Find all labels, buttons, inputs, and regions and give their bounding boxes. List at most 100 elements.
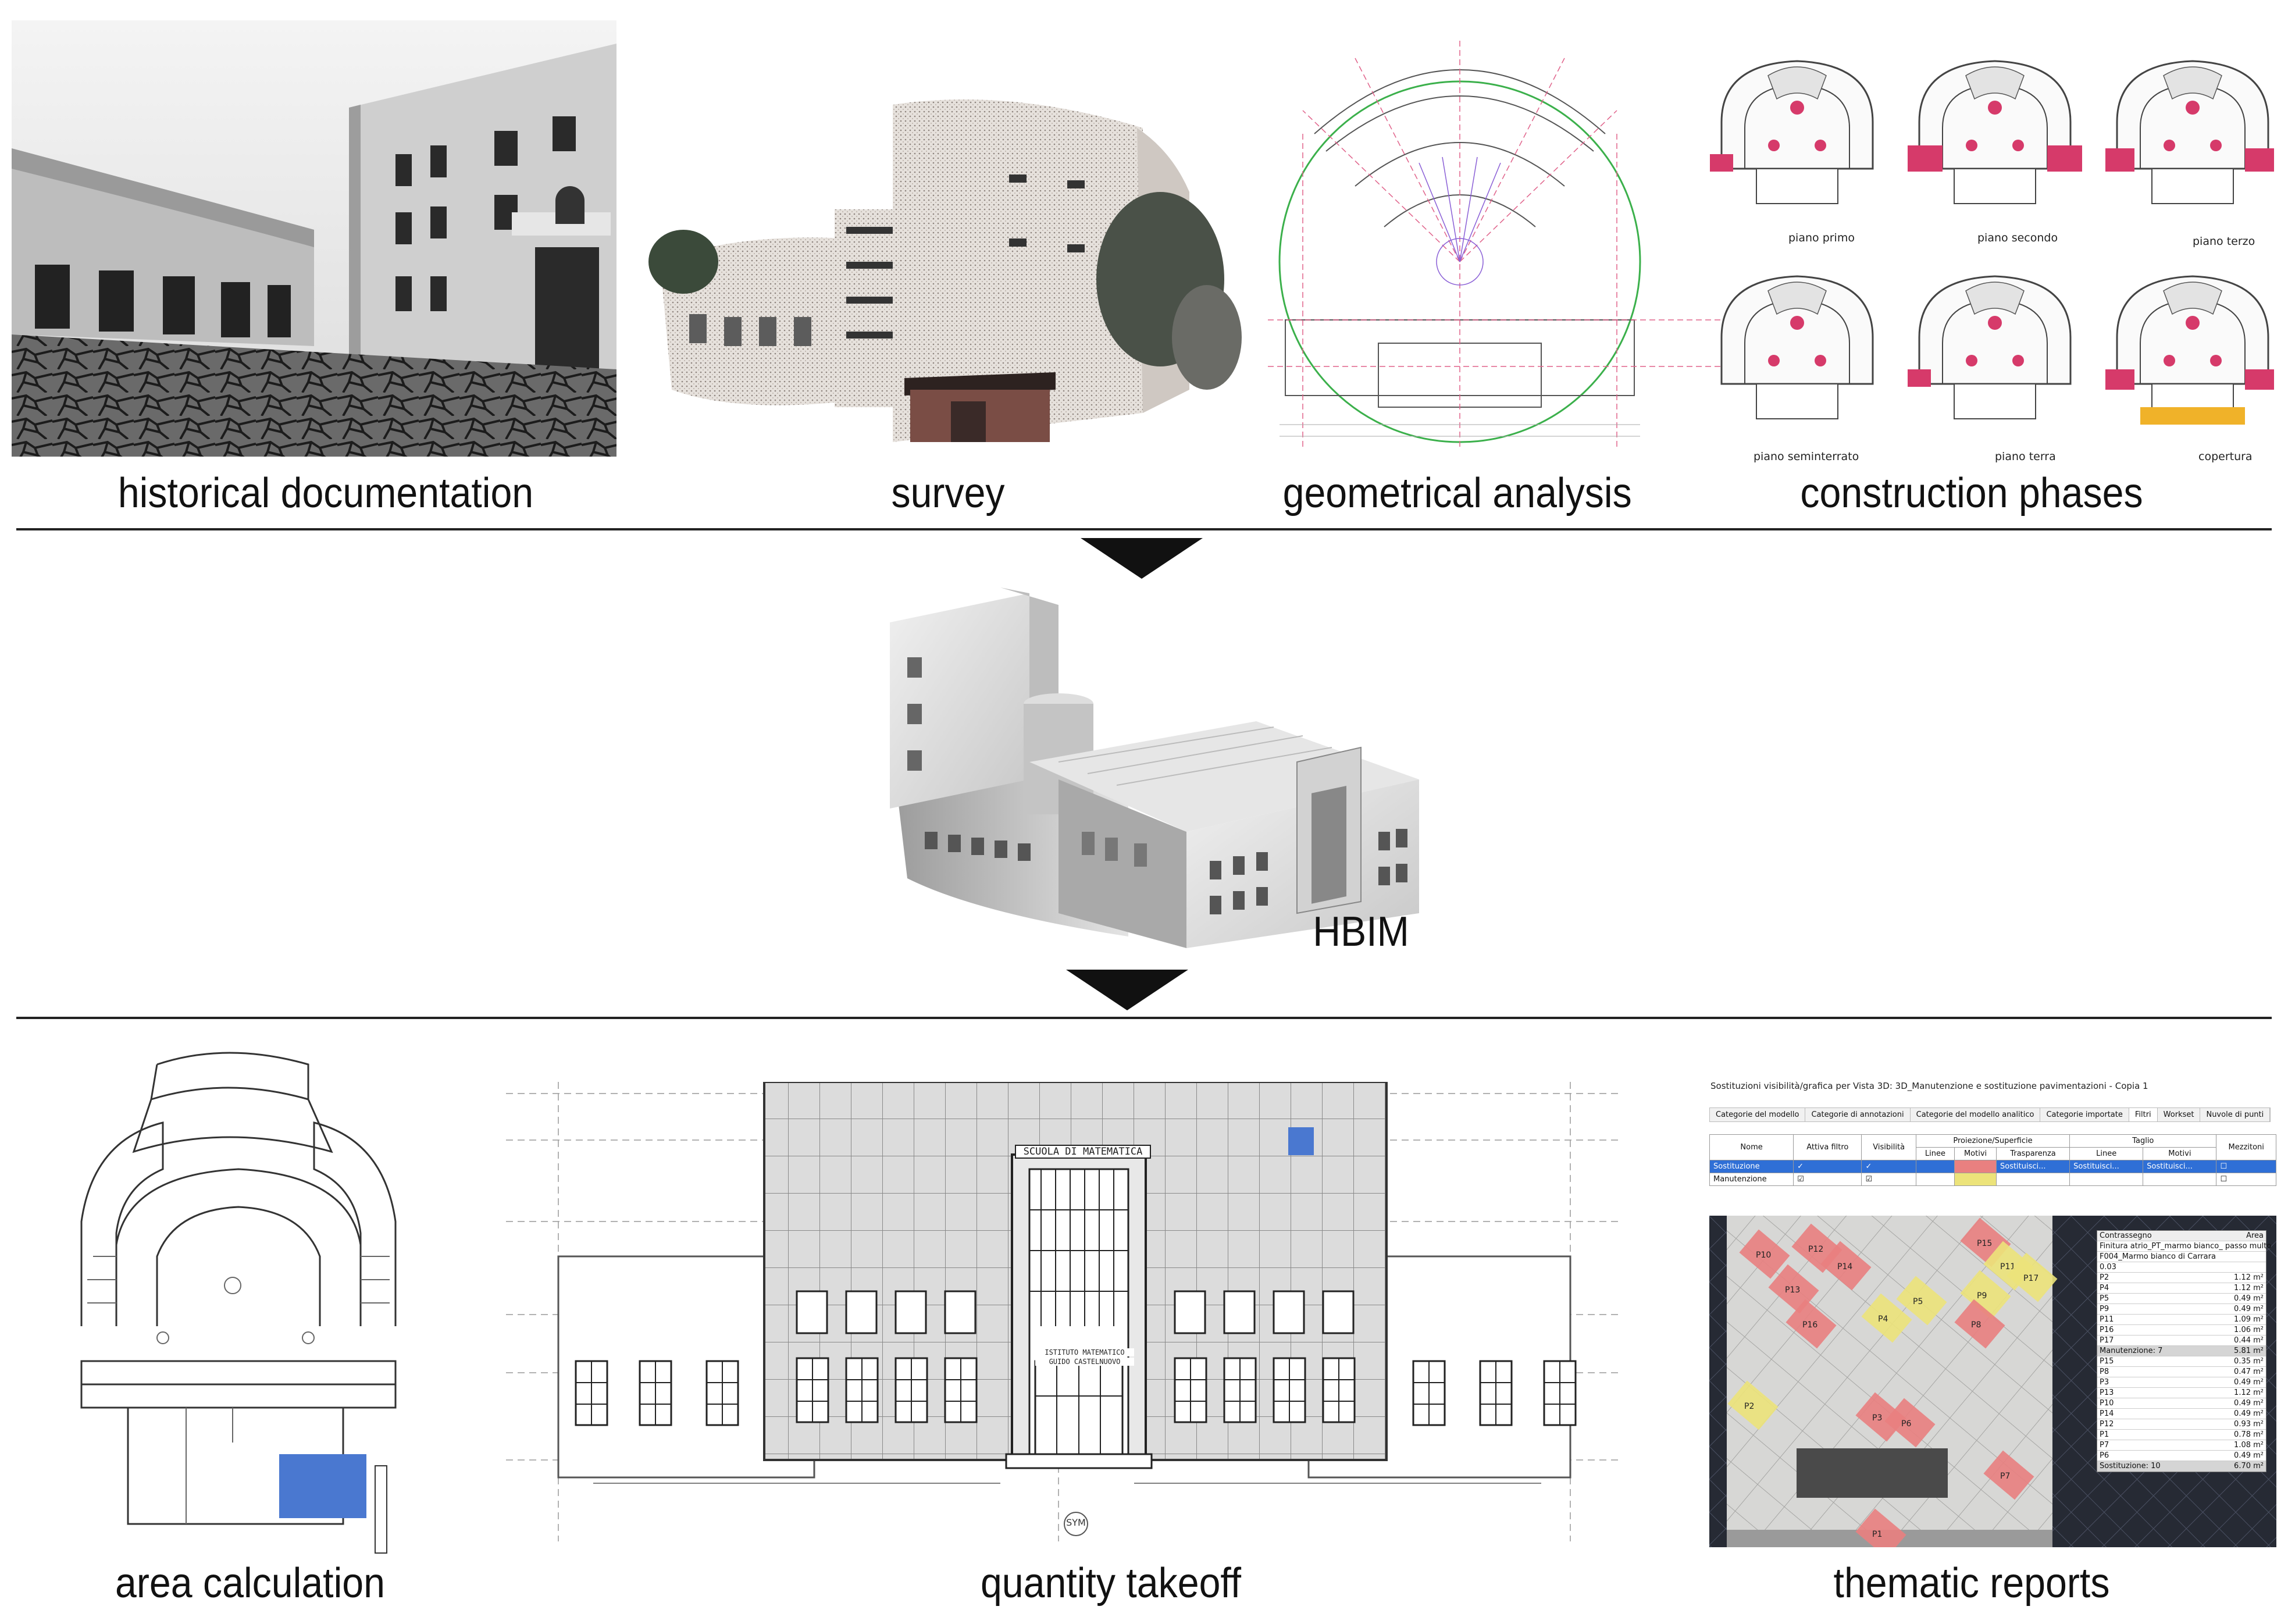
sched-mark: P10	[2100, 1399, 2114, 1408]
sched-area: 0.49 m²	[2234, 1409, 2264, 1418]
tile-label: P3	[1872, 1413, 1882, 1423]
tab-imported-categories[interactable]: Categorie importate	[2040, 1108, 2129, 1121]
sched-mark: P2	[2100, 1273, 2109, 1282]
tab-analytical-categories[interactable]: Categorie del modello analitico	[1911, 1108, 2041, 1121]
caption-survey: survey	[891, 470, 1005, 517]
sched-total-val: 6.70 m²	[2234, 1462, 2264, 1470]
sched-area: 0.35 m²	[2234, 1357, 2264, 1366]
sched-mark: P9	[2100, 1305, 2109, 1313]
sym-marker: SYM	[1066, 1517, 1086, 1528]
tab-filters[interactable]: Filtri	[2129, 1108, 2158, 1121]
checkbox-visibilita[interactable]: ✓	[1861, 1160, 1916, 1173]
tile-label: P7	[2000, 1472, 2010, 1481]
sched-area: 0.49 m²	[2234, 1399, 2264, 1408]
tile-label: P12	[1808, 1245, 1823, 1254]
sign-scuola: SCUOLA DI MATEMATICA	[1015, 1145, 1151, 1159]
tile-label: P16	[1802, 1320, 1817, 1330]
th-mezzitoni: Mezzitoni	[2216, 1134, 2276, 1160]
th-linee-taglio: Linee	[2069, 1147, 2144, 1160]
thematic-panel: Sostituzioni visibilità/grafica per Vist…	[1707, 1076, 2280, 1547]
sched-area: 1.12 m²	[2234, 1284, 2264, 1292]
plan-label-seminterrato: piano seminterrato	[1754, 450, 1859, 463]
tile-label: P8	[1971, 1320, 1981, 1330]
survey-pointcloud	[648, 87, 1242, 460]
dialog-title: Sostituzioni visibilità/grafica per Vist…	[1710, 1081, 2148, 1091]
row-name: Manutenzione	[1709, 1173, 1794, 1186]
tab-workset[interactable]: Workset	[2158, 1108, 2201, 1121]
sched-mark: P11	[2100, 1315, 2114, 1324]
th-attiva: Attiva filtro	[1793, 1134, 1862, 1160]
historical-photo	[12, 20, 616, 457]
sched-total: Manutenzione: 7	[2100, 1347, 2163, 1355]
th-motivi-taglio: Motivi	[2143, 1147, 2217, 1160]
floor-tile[interactable]: P1	[1855, 1508, 1906, 1547]
plan-label-secondo: piano secondo	[1977, 232, 2058, 244]
sched-area: 0.78 m²	[2234, 1430, 2264, 1439]
geometry-drawing	[1268, 17, 1722, 460]
tile-label: P14	[1837, 1262, 1852, 1272]
floor-tile[interactable]: P10	[1739, 1229, 1790, 1279]
floor-tile[interactable]: P4	[1861, 1293, 1912, 1343]
sched-group: Finitura atrio_PT_marmo bianco_ passo mu…	[2100, 1242, 2272, 1251]
table-row[interactable]: Sostituzione ✓ ✓ Sostituisci... Sostitui…	[1709, 1160, 2276, 1173]
hbim-model	[884, 587, 1419, 948]
table-row[interactable]: Manutenzione ☑ ☑ ☐	[1709, 1173, 2276, 1186]
arrow-down-1	[1081, 538, 1203, 579]
sched-mark: P5	[2100, 1294, 2109, 1303]
floor-tile[interactable]: P9	[1960, 1270, 2011, 1320]
sched-mark: P13	[2100, 1388, 2114, 1397]
schedule-row: P15 0.35 m²	[2097, 1356, 2266, 1367]
tile-label: P15	[1977, 1239, 1992, 1248]
floor-tile[interactable]: P14	[1820, 1241, 1872, 1291]
arrow-down-2	[1066, 970, 1188, 1010]
tab-annotation-categories[interactable]: Categorie di annotazioni	[1805, 1108, 1911, 1121]
schedule-row: P14 0.49 m²	[2097, 1409, 2266, 1419]
checkbox-attiva[interactable]: ☑	[1793, 1173, 1862, 1186]
th-taglio: Taglio	[2069, 1134, 2217, 1148]
sched-mark: P14	[2100, 1409, 2114, 1418]
plan-label-copertura: copertura	[2198, 450, 2253, 463]
floor-tile[interactable]: P16	[1786, 1299, 1837, 1349]
tab-model-categories[interactable]: Categorie del modello	[1710, 1108, 1806, 1121]
schedule-row: P2 1.12 m²	[2097, 1273, 2266, 1283]
checkbox-mezzitoni[interactable]: ☐	[2216, 1173, 2276, 1186]
caption-geometry: geometrical analysis	[1282, 470, 1632, 517]
dialog-tabs: Categorie del modello Categorie di annot…	[1709, 1107, 2271, 1122]
floor-tile[interactable]: P17	[2007, 1252, 2058, 1302]
checkbox-attiva[interactable]: ✓	[1793, 1160, 1862, 1173]
floor-tile[interactable]: P2	[1727, 1380, 1779, 1430]
floor-tile[interactable]: P3	[1855, 1392, 1906, 1442]
sched-mark: P12	[2100, 1420, 2114, 1429]
override-cell[interactable]: Sostituisci...	[2069, 1160, 2144, 1173]
checkbox-mezzitoni[interactable]: ☐	[2216, 1160, 2276, 1173]
sched-area: 1.06 m²	[2234, 1326, 2264, 1334]
floor-tile[interactable]: P7	[1983, 1450, 2034, 1500]
sched-area: 1.12 m²	[2234, 1388, 2264, 1397]
caption-quantity: quantity takeoff	[980, 1560, 1242, 1607]
tile-label: P11	[2000, 1262, 2015, 1272]
sched-mark: P8	[2100, 1367, 2109, 1376]
sched-area: 1.12 m²	[2234, 1273, 2264, 1282]
sched-h-area: Area	[2246, 1231, 2264, 1240]
tile-label: P9	[1977, 1291, 1987, 1301]
checkbox-visibilita[interactable]: ☑	[1861, 1173, 1916, 1186]
floor-tile[interactable]: P5	[1896, 1276, 1947, 1326]
caption-thematic: thematic reports	[1833, 1560, 2110, 1607]
floor-tile[interactable]: P6	[1884, 1398, 1936, 1448]
plan-label-terra: piano terra	[1995, 450, 2056, 463]
override-cell[interactable]: Sostituisci...	[1995, 1160, 2070, 1173]
override-cell[interactable]: Sostituisci...	[2143, 1160, 2217, 1173]
sched-mark: P15	[2100, 1357, 2114, 1366]
tab-point-clouds[interactable]: Nuvole di punti	[2200, 1108, 2271, 1121]
floor-tile[interactable]: P8	[1954, 1299, 2005, 1349]
schedule-row: P10 0.49 m²	[2097, 1398, 2266, 1409]
quantity-elevation	[506, 1081, 1623, 1541]
